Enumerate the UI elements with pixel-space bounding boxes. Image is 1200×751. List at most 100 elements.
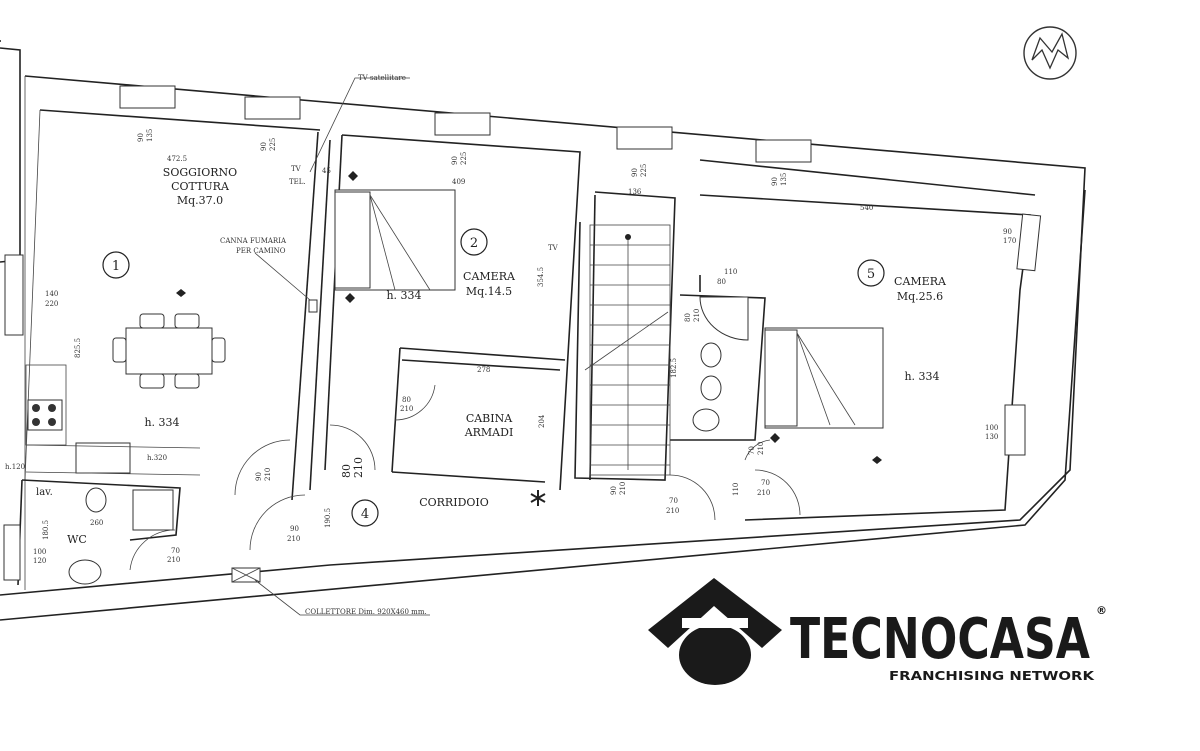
- win8-top: 100: [985, 424, 998, 432]
- win2-bot: 225: [269, 138, 277, 151]
- door-b-top: 80: [340, 464, 353, 478]
- brand-registered-mark: ®: [1096, 604, 1107, 617]
- room-5-name: CAMERA: [894, 275, 947, 288]
- win2-top: 90: [260, 142, 268, 151]
- win7-top: 140: [45, 290, 58, 298]
- tel-label: TEL.: [289, 178, 306, 186]
- room-2-name: CAMERA: [463, 270, 516, 283]
- win3-bot: 225: [460, 152, 468, 165]
- dim-182: 182.5: [670, 358, 678, 378]
- room-5-area: Mq.25.6: [897, 290, 943, 303]
- canna-line2: PER CAMINO: [236, 247, 286, 255]
- asterisk-icon: [530, 490, 546, 506]
- stair-top: 90: [610, 486, 618, 495]
- tv-label: TV: [291, 165, 302, 173]
- doors: [129, 384, 801, 583]
- win5-bot: 135: [780, 173, 788, 186]
- dim-409: 409: [452, 178, 465, 186]
- win4-top: 90: [631, 168, 639, 177]
- win7-bot: 220: [45, 300, 58, 308]
- lav-label: lav.: [36, 487, 53, 498]
- win3-top: 90: [451, 156, 459, 165]
- compass-icon: [1023, 26, 1077, 80]
- leader-lines: [254, 77, 430, 616]
- light-symbol: [872, 456, 882, 464]
- room-1-name-line1: SOGGIORNO: [163, 166, 237, 179]
- dim-278: 278: [477, 366, 490, 374]
- interior-walls: [17, 131, 1036, 586]
- diamond-symbol: [348, 171, 358, 181]
- room-5-number: 5: [867, 267, 875, 282]
- h320-label: h.320: [147, 454, 167, 462]
- diamond-symbol: [770, 433, 780, 443]
- room-1-name-line2: COTTURA: [171, 180, 230, 193]
- dim-180: 180.5: [42, 520, 50, 540]
- bed-room5: [764, 327, 884, 429]
- win1-top: 90: [137, 133, 145, 142]
- canna-line1: CANNA FUMARIA: [220, 237, 287, 245]
- room-2-height: h. 334: [386, 289, 421, 302]
- bed-room2: [334, 189, 456, 291]
- dim-136: 136: [628, 188, 642, 196]
- dim-825: 825.5: [74, 338, 82, 358]
- room-1-number: 1: [112, 259, 120, 274]
- tecnocasa-logo: TECNOCASA ® FRANCHISING NETWORK: [648, 578, 1107, 685]
- cabina-line1: CABINA: [466, 412, 513, 425]
- room-4-name: CORRIDOIO: [419, 496, 489, 509]
- dim-204: 204: [538, 414, 546, 428]
- brand-name: TECNOCASA: [790, 607, 1091, 672]
- bath-fixtures: [68, 296, 749, 585]
- room-2-number: 2: [470, 236, 478, 251]
- tecnocasa-house-icon: [648, 578, 782, 685]
- door-d-bot: 210: [167, 556, 180, 564]
- room-2-area: Mq.14.5: [466, 285, 512, 298]
- room-4-number: 4: [361, 507, 369, 522]
- dining-table: [112, 313, 226, 389]
- room-1-height: h. 334: [144, 416, 179, 429]
- door-a-top: 80: [402, 396, 411, 404]
- tv-satellite-label: TV satellitare: [358, 74, 406, 82]
- dim-354: 354.5: [537, 267, 545, 287]
- dim-260: 260: [90, 519, 103, 527]
- door-d-top: 70: [171, 547, 180, 555]
- door-h-top: 70: [748, 446, 756, 455]
- door-g-bot: 210: [757, 489, 770, 497]
- windows: [3, 85, 1042, 581]
- door-f-top: 70: [669, 497, 678, 505]
- collettore-label: COLLETTORE Dim. 920X460 mm.: [305, 608, 427, 616]
- dim-190: 190.5: [324, 508, 332, 528]
- dim-110b: 110: [732, 483, 740, 496]
- door-a-bot: 210: [400, 405, 413, 413]
- win6-top: 90: [1003, 228, 1012, 236]
- door-h-bot: 210: [757, 442, 765, 455]
- door-i-top: 80: [684, 313, 692, 322]
- stair-bot: 210: [619, 482, 627, 495]
- dim-540: 540: [860, 204, 873, 212]
- brand-tagline: FRANCHISING NETWORK: [889, 669, 1095, 683]
- win9-top: 100: [33, 548, 46, 556]
- door-e-bot: 210: [264, 468, 272, 481]
- diamond-symbol: [345, 293, 355, 303]
- door-c-top: 90: [290, 525, 299, 533]
- door-e-top: 90: [255, 472, 263, 481]
- door-g-top: 70: [761, 479, 770, 487]
- light-symbol: [176, 289, 186, 297]
- room-1-area: Mq.37.0: [177, 194, 223, 207]
- tv2-label: TV: [548, 244, 559, 252]
- room-5-height: h. 334: [904, 370, 939, 383]
- door-b-bot: 210: [352, 457, 365, 478]
- building-outline: [0, 40, 1086, 621]
- win4-bot: 225: [640, 164, 648, 177]
- door-c-bot: 210: [287, 535, 300, 543]
- staircase: [584, 224, 671, 476]
- door-f-bot: 210: [666, 507, 679, 515]
- win8-bot: 130: [985, 433, 998, 441]
- dim-110: 110: [724, 268, 737, 276]
- win5-top: 90: [771, 177, 779, 186]
- h120-label: h.120: [5, 463, 25, 471]
- cabina-line2: ARMADI: [464, 426, 514, 439]
- dim-472: 472.5: [167, 155, 187, 163]
- win6-bot: 170: [1003, 237, 1016, 245]
- dim-45: 45: [322, 167, 331, 175]
